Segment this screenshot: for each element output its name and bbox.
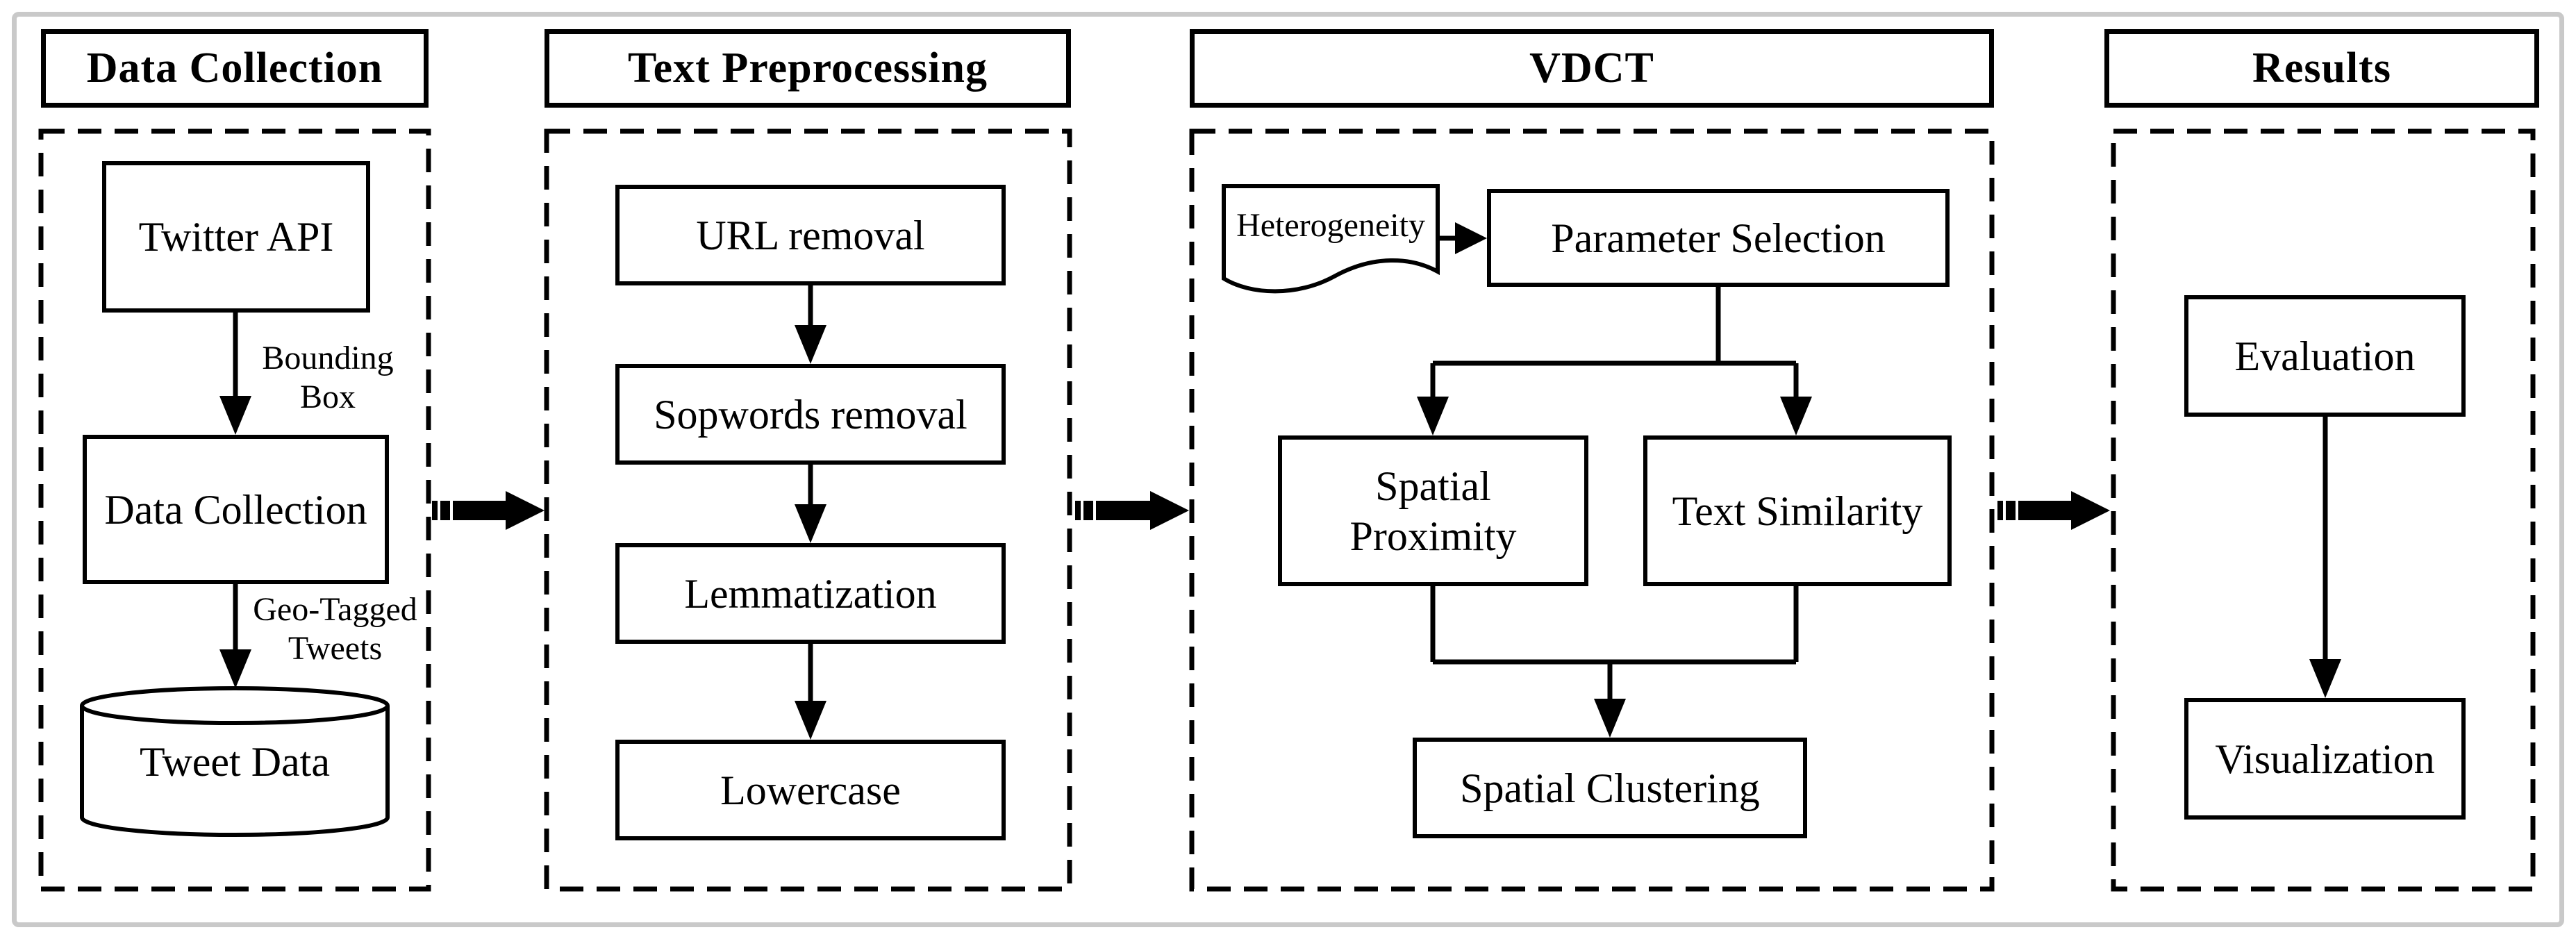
flow-node-twitter-api: Twitter API bbox=[102, 161, 370, 313]
heterogeneity-document-shape bbox=[1222, 184, 1440, 294]
flow-node-spatial-clustering: Spatial Clustering bbox=[1413, 738, 1807, 838]
tweet-data-cylinder-shape bbox=[80, 686, 390, 837]
flow-node-data-collection: Data Collection bbox=[83, 435, 389, 584]
phase-title-results: Results bbox=[2104, 29, 2539, 108]
block-arrow-vdct-to-results bbox=[1997, 491, 2110, 530]
phase-arrows bbox=[432, 491, 2110, 530]
flow-node-lowercase: Lowercase bbox=[615, 740, 1006, 840]
flow-node-visualization: Visualization bbox=[2184, 698, 2466, 820]
split-connector-parameter-selection bbox=[1430, 287, 1799, 399]
phase-title-data-collection: Data Collection bbox=[41, 29, 429, 108]
flow-node-parameter-selection: Parameter Selection bbox=[1487, 189, 1950, 287]
flow-node-evaluation: Evaluation bbox=[2184, 295, 2466, 417]
dashed-container-data-collection bbox=[38, 128, 431, 892]
edge-label-bounding-box: Bounding Box bbox=[262, 340, 394, 415]
merge-connector-spatial-clustering bbox=[1430, 586, 1799, 701]
flow-node-lemmatization: Lemmatization bbox=[615, 543, 1006, 644]
connector-arrows bbox=[219, 222, 2341, 740]
flow-node-heterogeneity: Heterogeneity bbox=[1236, 207, 1425, 244]
dashed-container-vdct bbox=[1189, 128, 1995, 892]
phase-title-text-preprocessing: Text Preprocessing bbox=[545, 29, 1071, 108]
flow-node-text-similarity: Text Similarity bbox=[1643, 435, 1952, 586]
block-arrow-text-preprocessing-to-vdct bbox=[1075, 491, 1189, 530]
phase-title-vdct: VDCT bbox=[1190, 29, 1994, 108]
flow-node-url-removal: URL removal bbox=[615, 185, 1006, 285]
outer-frame-border bbox=[12, 12, 2564, 927]
flow-node-spatial-proximity: Spatial Proximity bbox=[1278, 435, 1588, 586]
dashed-container-text-preprocessing bbox=[544, 128, 1072, 892]
flow-node-tweet-data: Tweet Data bbox=[140, 739, 330, 785]
edge-label-geo-tagged-tweets: Geo-Tagged Tweets bbox=[253, 591, 417, 667]
block-arrow-data-collection-to-text-preprocessing bbox=[432, 491, 545, 530]
flow-node-stopwords-removal: Sopwords removal bbox=[615, 364, 1006, 465]
